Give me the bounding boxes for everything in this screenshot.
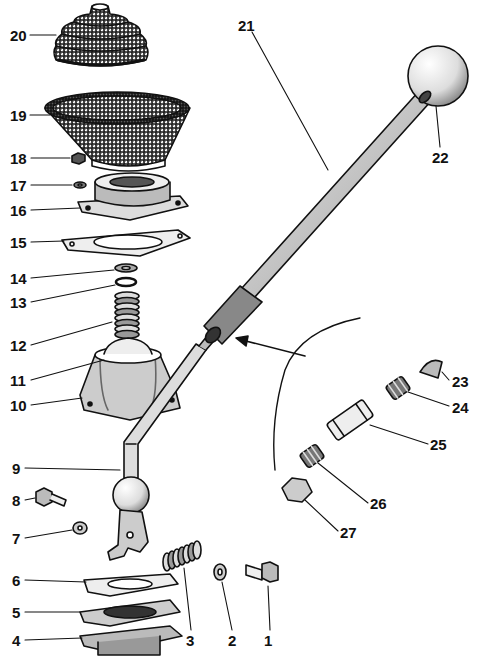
- callout-number: 11: [10, 373, 26, 388]
- spring: [163, 541, 201, 571]
- spring-coil: [115, 331, 139, 339]
- callout-number: 26: [370, 496, 387, 511]
- callout-number: 18: [10, 151, 27, 166]
- inset-parts: [282, 360, 442, 502]
- callout-number: 7: [12, 531, 20, 546]
- callout-number: 20: [10, 28, 27, 43]
- leader-lines: [25, 32, 449, 640]
- spring: [115, 292, 139, 339]
- callout-number: 8: [12, 493, 20, 508]
- callout-number: 19: [10, 108, 27, 123]
- shift-lever: [108, 330, 219, 560]
- callout-number: 12: [10, 338, 27, 353]
- callout-number: 3: [186, 633, 194, 648]
- small-nut: [72, 153, 85, 164]
- callout-number: 6: [12, 573, 20, 588]
- inset-arrowhead: [236, 336, 248, 346]
- callout-number: 10: [10, 398, 27, 413]
- callout-number: 17: [10, 178, 27, 193]
- ring: [116, 278, 136, 286]
- callout-number: 1: [264, 633, 272, 648]
- small-washer: [74, 182, 86, 188]
- pin-bolt: [36, 488, 66, 506]
- callout-number: 21: [238, 18, 255, 33]
- callout-number: 24: [452, 400, 469, 415]
- upper-housing: [78, 173, 188, 220]
- lever-tube: [203, 90, 432, 346]
- base-housing: [80, 626, 182, 655]
- plate: [80, 600, 180, 626]
- callout-number: 15: [10, 235, 27, 250]
- washer: [115, 264, 137, 272]
- callout-number: 25: [430, 437, 447, 452]
- gasket: [62, 230, 190, 256]
- bolt: [246, 562, 278, 582]
- inset-arrow: [242, 340, 305, 356]
- inset-bracket: [274, 318, 360, 470]
- callout-number: 16: [10, 203, 27, 218]
- callout-number: 23: [452, 374, 469, 389]
- callout-number: 13: [10, 295, 27, 310]
- rubber-boot: [54, 4, 148, 66]
- callout-number: 5: [12, 605, 20, 620]
- gasket: [84, 574, 178, 596]
- cover-cup: [45, 92, 190, 171]
- callout-number: 2: [228, 633, 236, 648]
- callout-number: 9: [12, 461, 20, 476]
- washer: [73, 522, 87, 534]
- callout-number: 14: [10, 271, 27, 286]
- spring-coil: [193, 541, 201, 559]
- callout-number: 4: [12, 633, 20, 648]
- gear-knob: [408, 46, 468, 106]
- callout-number: 27: [340, 525, 357, 540]
- callout-number: 22: [432, 150, 449, 165]
- washer: [214, 564, 226, 580]
